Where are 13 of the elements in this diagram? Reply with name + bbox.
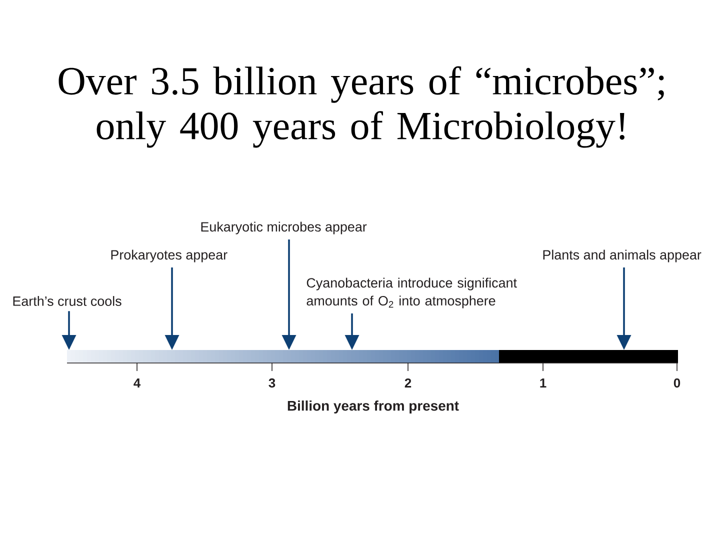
tick-label: 3 [268, 378, 276, 388]
tick-label: 2 [404, 378, 412, 388]
tick-label: 1 [540, 378, 546, 388]
tick-label: 4 [134, 378, 141, 388]
event-label: Earth’s crust cools [13, 296, 122, 306]
event-label: Plants and animals appear [543, 250, 702, 262]
axis-title: Billion years from present [288, 400, 459, 414]
timeline-bar [67, 350, 678, 363]
event-label: Eukaryotic microbes appear [201, 222, 367, 234]
tick-label: 0 [674, 378, 680, 388]
title: Over 3.5 billion years of “microbes”; only 400 years of Microbiology! [58, 66, 664, 148]
event-label: Cyanobacteria introduce significant amounts of O$_{2}$ into atmosphere [306, 278, 517, 308]
event-label: Prokaryotes appear [111, 250, 228, 262]
